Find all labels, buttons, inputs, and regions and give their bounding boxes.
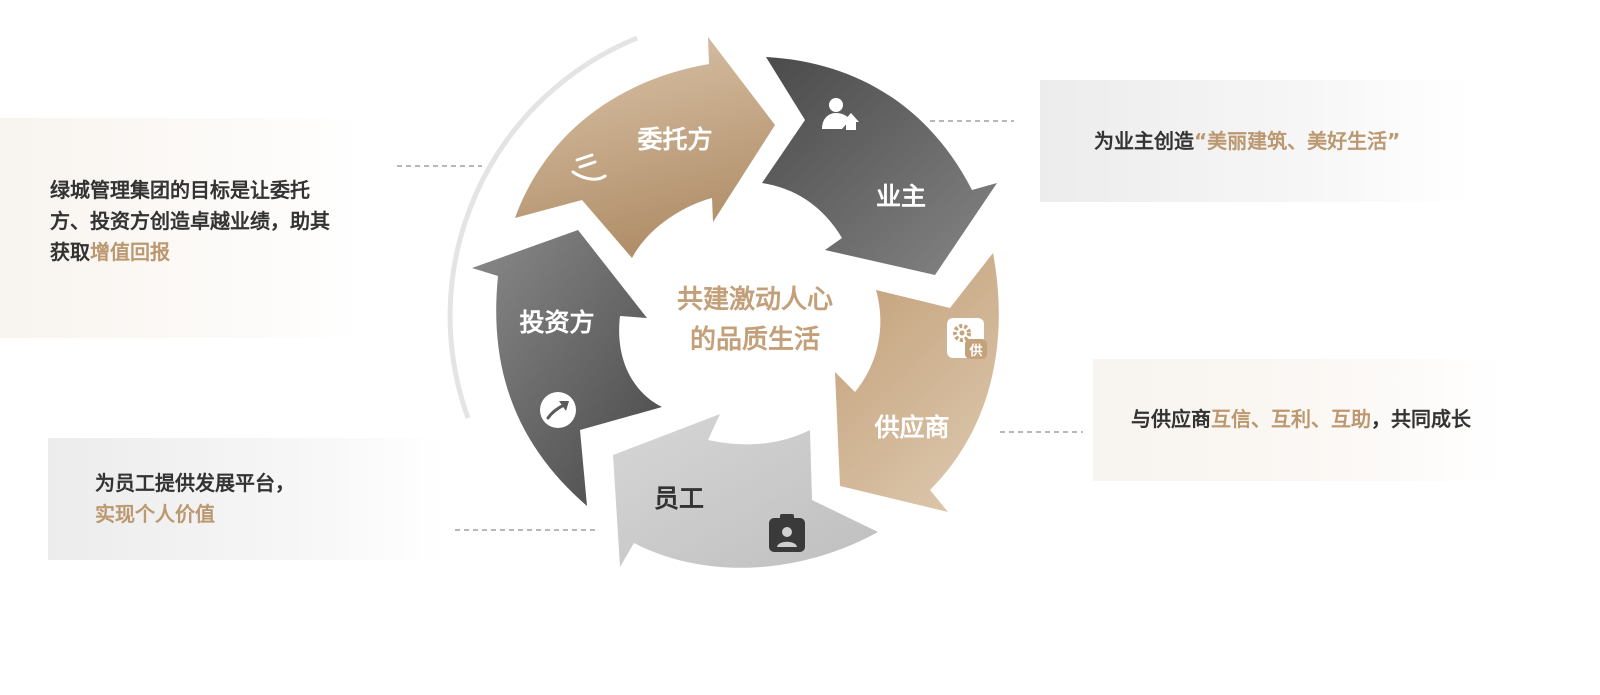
panel-owner-prefix: 为业主创造 — [1094, 129, 1194, 153]
gear-supply-icon: 供 — [947, 318, 987, 359]
badge-icon — [769, 514, 805, 552]
panel-supplier-prefix: 与供应商 — [1131, 407, 1211, 431]
center-text-line2: 的品质生活 — [690, 324, 820, 355]
panel-employee-highlight: 实现个人价值 — [95, 502, 215, 526]
center-text-line1: 共建激动人心 — [677, 284, 833, 315]
segment-investor-arrow — [472, 230, 662, 506]
panel-client-investor-line2: 方、投资方创造卓越业绩，助其 — [50, 209, 330, 233]
panel-client-investor: 绿城管理集团的目标是让委托 方、投资方创造卓越业绩，助其 获取增值回报 — [0, 118, 365, 338]
segment-employee-arrow — [613, 414, 878, 568]
panel-client-investor-highlight: 增值回报 — [90, 240, 170, 264]
panel-supplier-highlight: 互信、互利、互助 — [1211, 407, 1371, 431]
growth-arrow-icon — [540, 392, 576, 428]
panel-owner-highlight: “美丽建筑、美好生活” — [1194, 129, 1401, 153]
segment-supplier-arrow — [835, 253, 999, 512]
segment-client-label: 委托方 — [636, 125, 712, 154]
panel-employee: 为员工提供发展平台， 实现个人价值 — [48, 438, 448, 560]
segment-client-arrow — [515, 37, 775, 258]
person-house-icon — [822, 98, 859, 130]
segment-supplier-label: 供应商 — [873, 413, 949, 442]
panel-supplier: 与供应商互信、互利、互助，共同成长 — [1093, 359, 1503, 481]
segment-owner-arrow — [762, 57, 997, 275]
panel-owner: 为业主创造“美丽建筑、美好生活” — [1040, 80, 1470, 202]
panel-client-investor-line3: 获取增值回报 — [50, 237, 365, 268]
panel-employee-line1: 为员工提供发展平台， — [95, 471, 295, 495]
segment-investor-label: 投资方 — [519, 308, 594, 337]
panel-supplier-suffix: ，共同成长 — [1371, 407, 1471, 431]
segment-owner-label: 业主 — [876, 182, 926, 211]
panel-client-investor-prefix: 获取 — [50, 240, 90, 264]
hand-card-icon — [571, 153, 607, 181]
panel-client-investor-line1: 绿城管理集团的目标是让委托 — [50, 178, 310, 202]
outer-arc — [447, 35, 638, 419]
gear-supply-icon-text: 供 — [968, 343, 982, 359]
segment-employee-label: 员工 — [654, 484, 704, 513]
